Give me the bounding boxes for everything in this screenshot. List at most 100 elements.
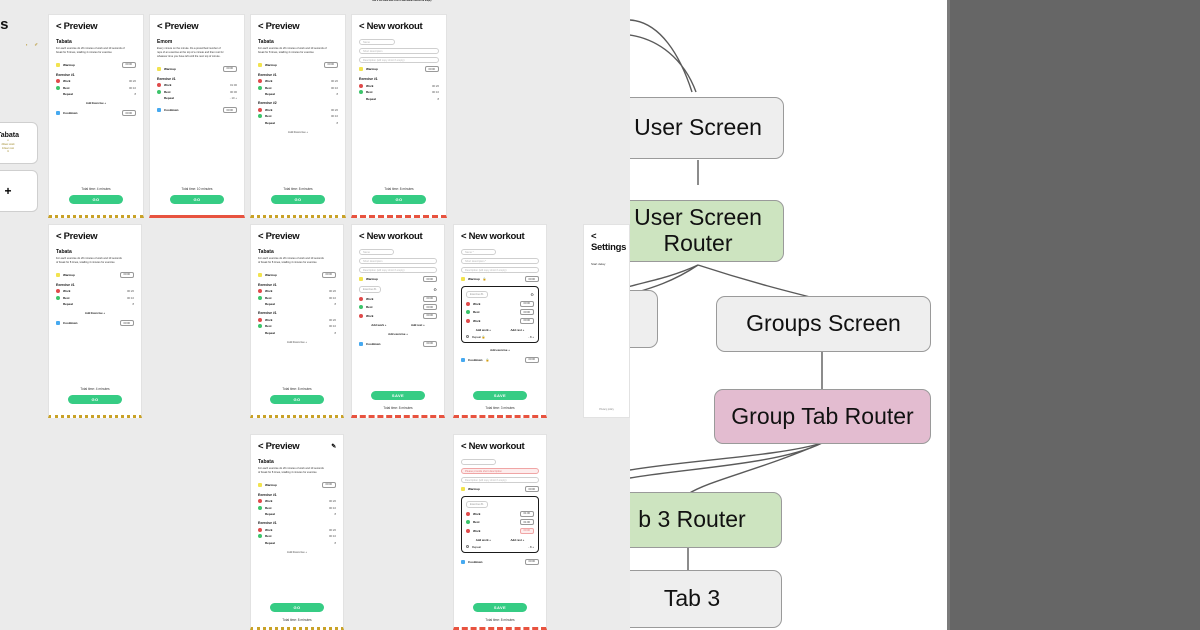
add-work-button[interactable]: Add work +: [475, 327, 491, 332]
add-workout-card-button[interactable]: +: [0, 170, 38, 212]
work-row[interactable]: Work 00:20: [56, 79, 136, 84]
short-description-error-input[interactable]: Please provide short description: [461, 468, 539, 474]
description-input[interactable]: Description (will copy short if empty): [461, 267, 539, 273]
work-row-2[interactable]: Work 00:00: [359, 312, 437, 319]
name-input[interactable]: [461, 459, 497, 465]
navigation-flow-pane[interactable]: User Screen User Screen Router Groups Sc…: [630, 0, 950, 630]
warmup-duration[interactable]: 00:00: [422, 276, 437, 282]
screen-preview-editable-r3c3[interactable]: < Preview ✎ Tabata For each exercise do …: [250, 434, 344, 630]
name-input[interactable]: Name: [359, 249, 395, 255]
rest-duration[interactable]: 00:00: [422, 304, 437, 311]
name-input[interactable]: Name: [359, 39, 395, 45]
go-button[interactable]: GO: [270, 395, 324, 404]
warmup-row[interactable]: Warmup 00:00: [258, 481, 336, 488]
add-work-button[interactable]: Add work +: [371, 322, 387, 327]
work-row-2[interactable]: Work 00:00: [466, 317, 534, 324]
rest-row[interactable]: Rest 00:10: [56, 85, 136, 90]
add-rest-button[interactable]: Add rest +: [510, 327, 525, 332]
work-row-1[interactable]: Work 00:00: [359, 295, 437, 302]
flow-node-tab3-router[interactable]: b 3 Router: [630, 492, 782, 548]
flow-node-user-screen-router[interactable]: User Screen Router: [630, 200, 784, 262]
work-row-1[interactable]: Work 00:00: [466, 300, 534, 307]
flow-node-user-screen[interactable]: User Screen: [630, 97, 784, 159]
warmup-duration[interactable]: 00:00: [524, 276, 539, 282]
repeat-radio[interactable]: [466, 544, 470, 548]
cooldown-duration[interactable]: 00:00: [121, 110, 136, 117]
work-duration-error[interactable]: 00:00: [519, 527, 534, 534]
warmup-duration[interactable]: 00:00: [524, 486, 539, 492]
save-button[interactable]: SAVE: [473, 391, 527, 400]
lock-icon[interactable]: 🔒: [485, 357, 490, 362]
warmup-duration[interactable]: 00:00: [323, 61, 338, 68]
rest-row-2[interactable]: Rest 00:10: [258, 114, 338, 119]
flow-node-unlabeled-left[interactable]: [630, 290, 658, 348]
work-row-2[interactable]: Work 00:20: [258, 317, 336, 322]
go-button[interactable]: GO: [169, 195, 225, 204]
add-exercise-button[interactable]: Add exercise +: [388, 331, 408, 336]
screen-preview-tabata-r2c1[interactable]: < Preview Tabata For each exercise do 20…: [48, 224, 142, 418]
warmup-row[interactable]: Warmup 00:00: [359, 66, 439, 72]
warmup-duration[interactable]: 00:00: [121, 61, 136, 68]
warmup-duration[interactable]: 00:00: [119, 271, 134, 278]
warmup-row[interactable]: Warmup 🔒 00:00: [461, 276, 539, 282]
warmup-row[interactable]: Warmup 00:00: [56, 271, 134, 278]
warmup-duration[interactable]: 00:00: [321, 271, 336, 278]
cooldown-duration[interactable]: 00:00: [524, 558, 539, 565]
screen-settings-r2c6[interactable]: < Settings Start delay Privacy policy: [583, 224, 630, 418]
warmup-row[interactable]: Warmup 00:00: [56, 61, 136, 68]
edit-icon[interactable]: ✎: [331, 444, 336, 450]
repeat-stepper[interactable]: - 8 +: [528, 544, 534, 549]
rest-row-2[interactable]: Rest 00:10: [258, 324, 336, 329]
cooldown-row[interactable]: Cooldown 00:00: [56, 110, 136, 117]
short-description-input[interactable]: Short description: [359, 48, 439, 54]
exercise-name-input[interactable]: Exercise #1: [466, 291, 488, 298]
screen-preview-tabata-two-ex-r1c3[interactable]: < Preview Tabata For each exercise do 20…: [250, 14, 346, 218]
repeat-radio[interactable]: [466, 334, 470, 338]
dark-preview-pane[interactable]: [950, 0, 1200, 630]
exercise-card[interactable]: Exercise #1 ♻ Work 00:00 Rest 00:00: [461, 286, 539, 343]
go-button[interactable]: GO: [68, 395, 122, 404]
description-input[interactable]: Description (will copy short if empty): [359, 57, 439, 63]
exercise-name-input[interactable]: Exercise #1: [359, 286, 381, 293]
warmup-duration[interactable]: 00:00: [222, 65, 237, 72]
exercise-name-input[interactable]: Exercise #1: [466, 501, 488, 508]
flow-node-tab3[interactable]: Tab 3: [630, 570, 782, 628]
screen-new-workout-edit-r2c4[interactable]: < New workout Name Short description Des…: [351, 224, 445, 418]
work-row-2[interactable]: Work 00:20: [258, 107, 338, 112]
exercise-card[interactable]: Exercise #1 Work 01:00 Rest 01:00: [461, 496, 539, 553]
work-row[interactable]: Work 00:20: [258, 79, 338, 84]
screen-preview-emom-r1c2[interactable]: < Preview Emom Every minute on the minut…: [149, 14, 245, 218]
add-exercise-button[interactable]: Add Exercise +: [85, 101, 107, 106]
flow-node-group-tab-router[interactable]: Group Tab Router: [714, 389, 931, 444]
work-row[interactable]: Work 01:00: [157, 83, 237, 88]
screen-new-workout-locked-r2c5[interactable]: < New workout Name * Short description *…: [453, 224, 547, 418]
save-button[interactable]: SAVE: [473, 603, 527, 612]
go-button[interactable]: GO: [270, 603, 324, 612]
work-row-2[interactable]: Work 00:20: [258, 527, 336, 532]
rest-row[interactable]: Rest 00:10: [258, 505, 336, 510]
screen-new-workout-r1c4[interactable]: < New workout Name Short description Des…: [351, 14, 447, 218]
warmup-duration[interactable]: 00:00: [424, 66, 439, 72]
cooldown-row[interactable]: Cooldown 00:00: [461, 558, 539, 565]
work-row[interactable]: Work 00:20: [258, 499, 336, 504]
work-duration[interactable]: 00:00: [519, 317, 534, 324]
lock-icon[interactable]: 🔒: [482, 277, 487, 281]
work-duration[interactable]: 00:00: [519, 300, 534, 307]
rest-duration[interactable]: 00:00: [519, 309, 534, 316]
rest-duration[interactable]: 01:00: [519, 519, 534, 526]
work-row[interactable]: Work 00:20: [258, 289, 336, 294]
rest-row-2[interactable]: Rest 00:10: [258, 534, 336, 539]
add-work-button[interactable]: Add work +: [475, 537, 491, 542]
cooldown-duration[interactable]: 00:00: [524, 356, 539, 363]
add-exercise-button[interactable]: Add Exercise +: [286, 339, 308, 344]
privacy-policy-link[interactable]: Privacy policy: [599, 408, 614, 411]
work-duration[interactable]: 00:00: [422, 295, 437, 302]
flow-node-groups-screen[interactable]: Groups Screen: [716, 296, 931, 352]
rest-row[interactable]: Rest 00:10: [359, 90, 439, 94]
warmup-row[interactable]: Warmup 00:00: [359, 276, 437, 282]
work-row[interactable]: Work 00:20: [56, 289, 134, 294]
repeat-stepper[interactable]: - 8 +: [528, 334, 534, 339]
warmup-row[interactable]: Warmup 00:00: [461, 486, 539, 492]
recycle-icon[interactable]: ♻: [433, 286, 437, 292]
description-input[interactable]: Description (will copy short if empty): [461, 477, 539, 483]
